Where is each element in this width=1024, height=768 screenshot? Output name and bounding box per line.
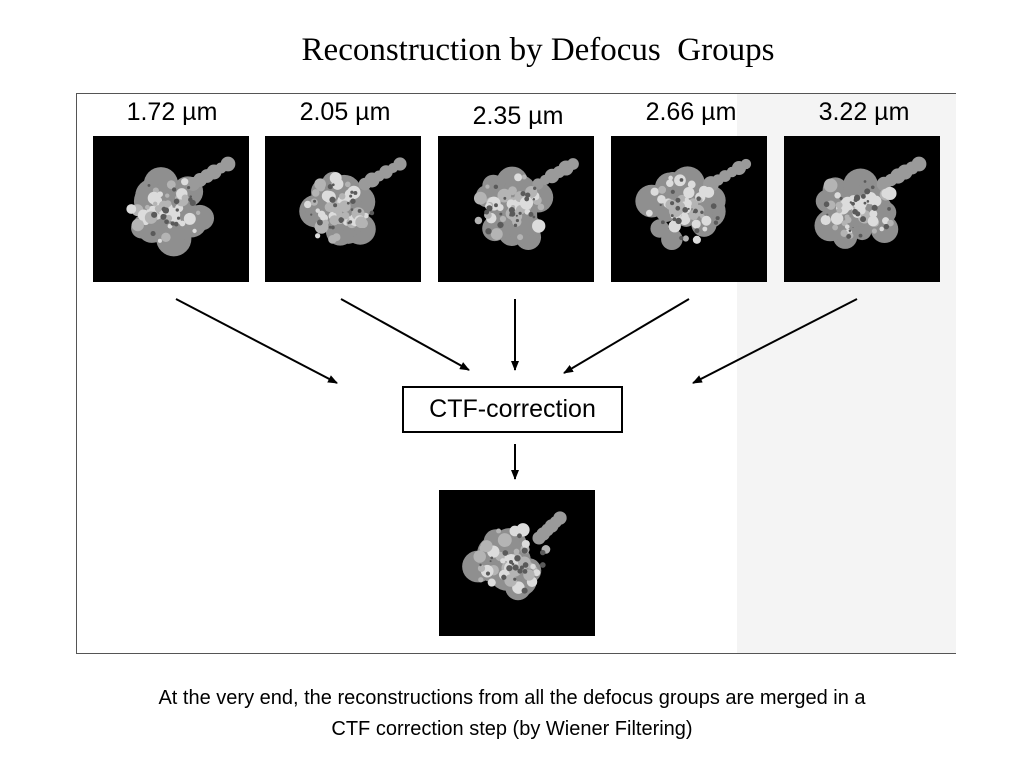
flow-arrows (175, 298, 858, 480)
arrow-group4-to-ctf (563, 298, 690, 374)
arrow-group2-to-ctf (340, 298, 470, 371)
slide-title: Reconstruction by Defocus Groups (301, 32, 775, 68)
density-map-image (462, 511, 567, 601)
density-map-image (126, 156, 236, 257)
density-map-image (635, 158, 752, 251)
reconstruction-tile-5 (784, 136, 940, 282)
slide-caption: At the very end, the reconstructions fro… (20, 683, 1004, 745)
reconstruction-tile-2 (265, 136, 421, 282)
figure-panel: 1.72 µm 2.05 µm 2.35 µm 2.66 µm 3.22 µm … (76, 93, 956, 654)
reconstruction-tile-3 (438, 136, 594, 282)
caption-line-2: CTF correction step (by Wiener Filtering… (331, 718, 693, 740)
group-label-3: 2.35 µm (472, 102, 564, 130)
group-label-5: 3.22 µm (818, 98, 910, 126)
merged-reconstruction-tile (439, 490, 595, 636)
reconstruction-tile-1 (93, 136, 249, 282)
group-label-4: 2.66 µm (645, 98, 737, 126)
arrow-group5-to-ctf (692, 298, 858, 384)
group-label-2: 2.05 µm (299, 98, 391, 126)
density-map-image (299, 157, 407, 246)
ctf-correction-label: CTF-correction (429, 395, 596, 423)
group-label-1: 1.72 µm (126, 98, 218, 126)
ctf-correction-box: CTF-correction (402, 386, 623, 433)
caption-line-1: At the very end, the reconstructions fro… (158, 687, 866, 709)
density-map-image (814, 156, 927, 249)
reconstruction-tile-4 (611, 136, 767, 282)
density-map-image (473, 158, 579, 251)
arrow-group1-to-ctf (175, 298, 338, 384)
